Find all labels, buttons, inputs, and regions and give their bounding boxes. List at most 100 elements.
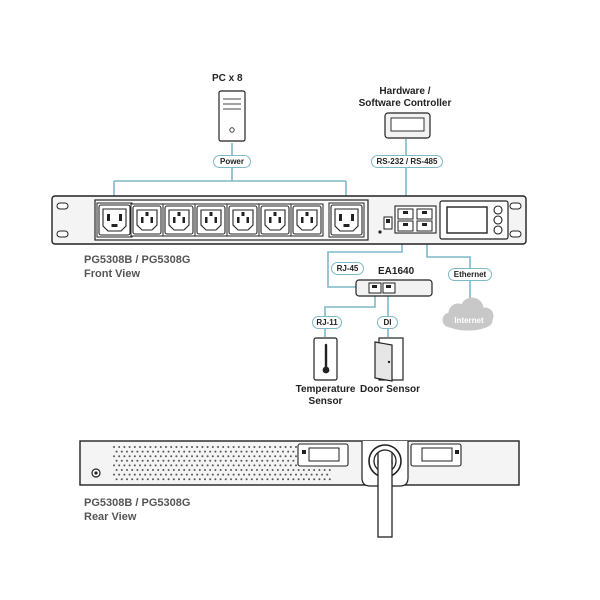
vent-hole [214,469,217,471]
vent-hole [219,450,222,453]
vent-hole [263,473,266,476]
vent-hole [139,455,141,458]
vent-hole [162,459,165,462]
vent-hole [188,469,191,471]
vent-hole [232,464,235,467]
vent-hole [227,446,230,448]
vent-hole [232,455,235,458]
vent-hole [131,459,134,462]
rack-slot [56,230,69,238]
vent-hole [154,455,157,458]
vent-hole [258,455,261,458]
vent-hole [295,473,297,476]
vent-hole [162,450,165,453]
vent-hole [128,464,131,467]
vent-hole [315,473,318,476]
vent-hole [180,473,183,476]
vent-hole [178,450,180,453]
vent-hole [217,455,219,458]
vent-hole [284,455,287,458]
vent-hole [146,459,149,462]
vent-hole [318,478,321,481]
vent-hole [243,464,245,467]
vent-hole [198,478,201,481]
vent-hole [123,473,126,476]
rear-caption-line1: PG5308B / PG5308G [84,497,191,509]
vent-hole [141,469,144,471]
vent-hole [193,469,196,471]
vent-hole [282,469,284,471]
vent-hole [146,469,149,471]
vent-hole [289,464,292,467]
vent-hole [165,455,167,458]
vent-hole [144,455,147,458]
vent-hole [276,450,279,453]
rear-view-caption: PG5308B / PG5308G Rear View [84,496,190,524]
vent-hole [157,478,160,481]
vent-hole [248,446,251,448]
vent-hole [240,450,243,453]
vent-hole [185,473,188,476]
temperature-sensor-label-line1: Temperature [295,384,356,395]
vent-hole [279,446,282,448]
vent-hole [185,464,188,467]
vent-hole [159,464,162,467]
vent-hole [276,478,279,481]
vent-hole [162,478,165,481]
vent-hole [263,464,266,467]
temperature-sensor-label: Temperature Sensor [288,384,363,408]
vent-hole [292,459,295,462]
vent-hole [196,455,199,458]
vent-hole [237,473,240,476]
vent-hole [227,473,230,476]
vent-hole [113,446,115,448]
di-pill: DI [377,316,398,329]
vent-hole [133,473,136,476]
vent-hole [178,478,180,481]
door-sensor-icon [374,337,404,382]
controller-label: Hardware / Software Controller [340,86,470,110]
vent-hole [172,450,175,453]
temperature-sensor-icon [313,337,338,381]
rack-slot [509,230,522,238]
vent-hole [175,473,178,476]
vent-hole [328,469,331,471]
vent-hole [297,478,300,481]
vent-hole [167,450,170,453]
vent-hole [217,473,219,476]
lcd-screen [446,206,488,234]
vent-hole [321,473,323,476]
vent-hole [248,473,251,476]
power-cord [377,460,393,538]
vent-hole [115,478,118,481]
vent-hole [159,446,162,448]
outlet-group [96,202,365,238]
vent-hole [292,478,295,481]
vent-hole [209,459,212,462]
vent-hole [193,459,196,462]
vent-hole [282,478,284,481]
vent-hole [167,478,170,481]
vent-hole [289,473,292,476]
vent-hole [185,455,188,458]
vent-hole [128,455,131,458]
vent-hole [308,469,310,471]
vent-hole [323,478,326,481]
vent-hole [180,455,183,458]
vent-hole [261,478,264,481]
door-sensor-label: Door Sensor [360,384,421,395]
vent-hole [287,459,290,462]
vent-hole [136,459,139,462]
vent-hole [196,464,199,467]
rear-socket-left [308,447,340,462]
vent-hole [136,469,139,471]
vent-hole [250,450,253,453]
outlet [162,203,196,237]
panel-button [493,225,503,235]
vent-hole [178,469,180,471]
vent-hole [172,478,175,481]
vent-hole [146,478,149,481]
vent-hole [269,473,271,476]
ethernet-pill: Ethernet [448,268,492,281]
vent-hole [240,469,243,471]
